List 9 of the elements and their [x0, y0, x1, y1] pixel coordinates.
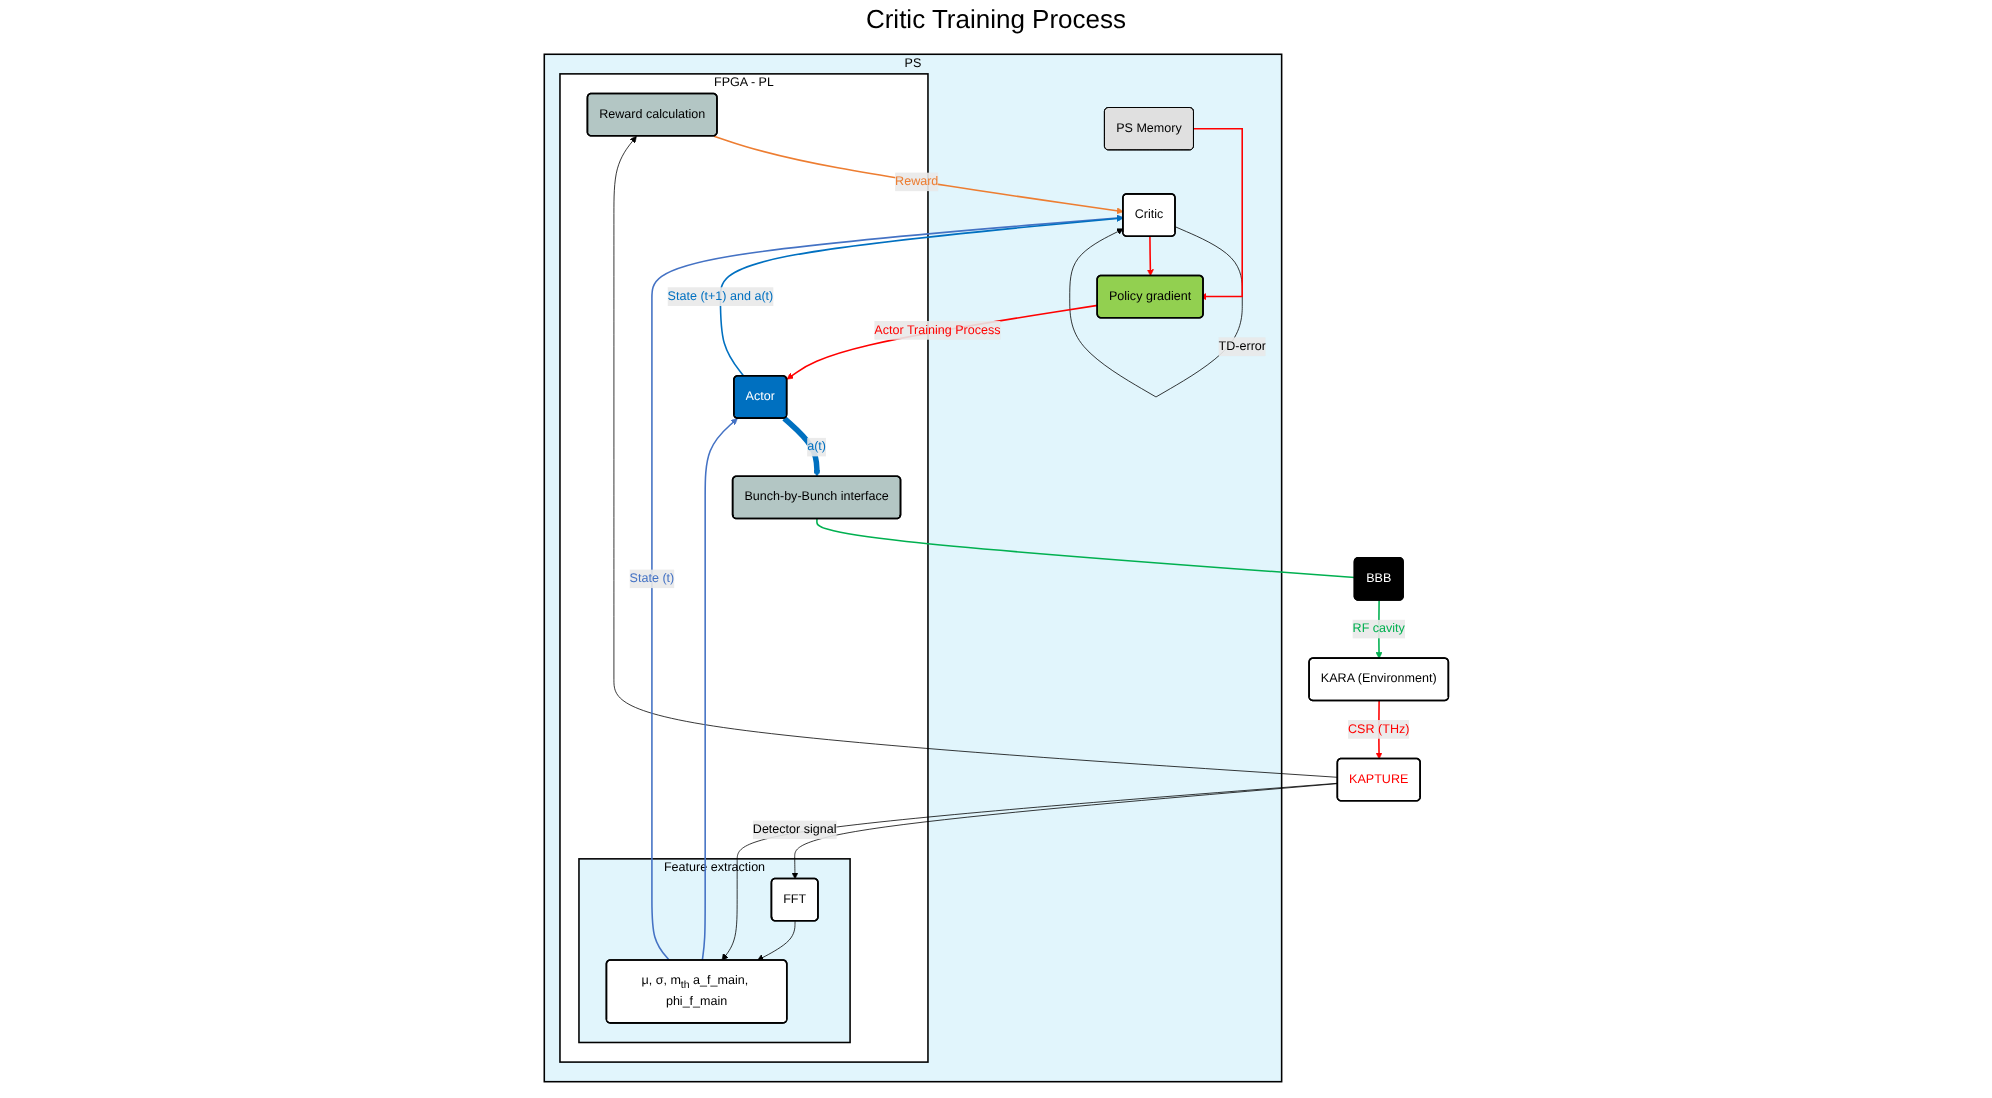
- arrow: [1192, 127, 1243, 301]
- arrow: [786, 304, 1099, 380]
- arrow: [701, 418, 738, 962]
- arrow: [1146, 235, 1154, 277]
- arrow: [712, 135, 1124, 215]
- note-text: Critic Training Process: [865, 4, 1127, 34]
- connector: [815, 518, 1356, 579]
- arrow: [719, 215, 1124, 377]
- arrow: [782, 416, 820, 477]
